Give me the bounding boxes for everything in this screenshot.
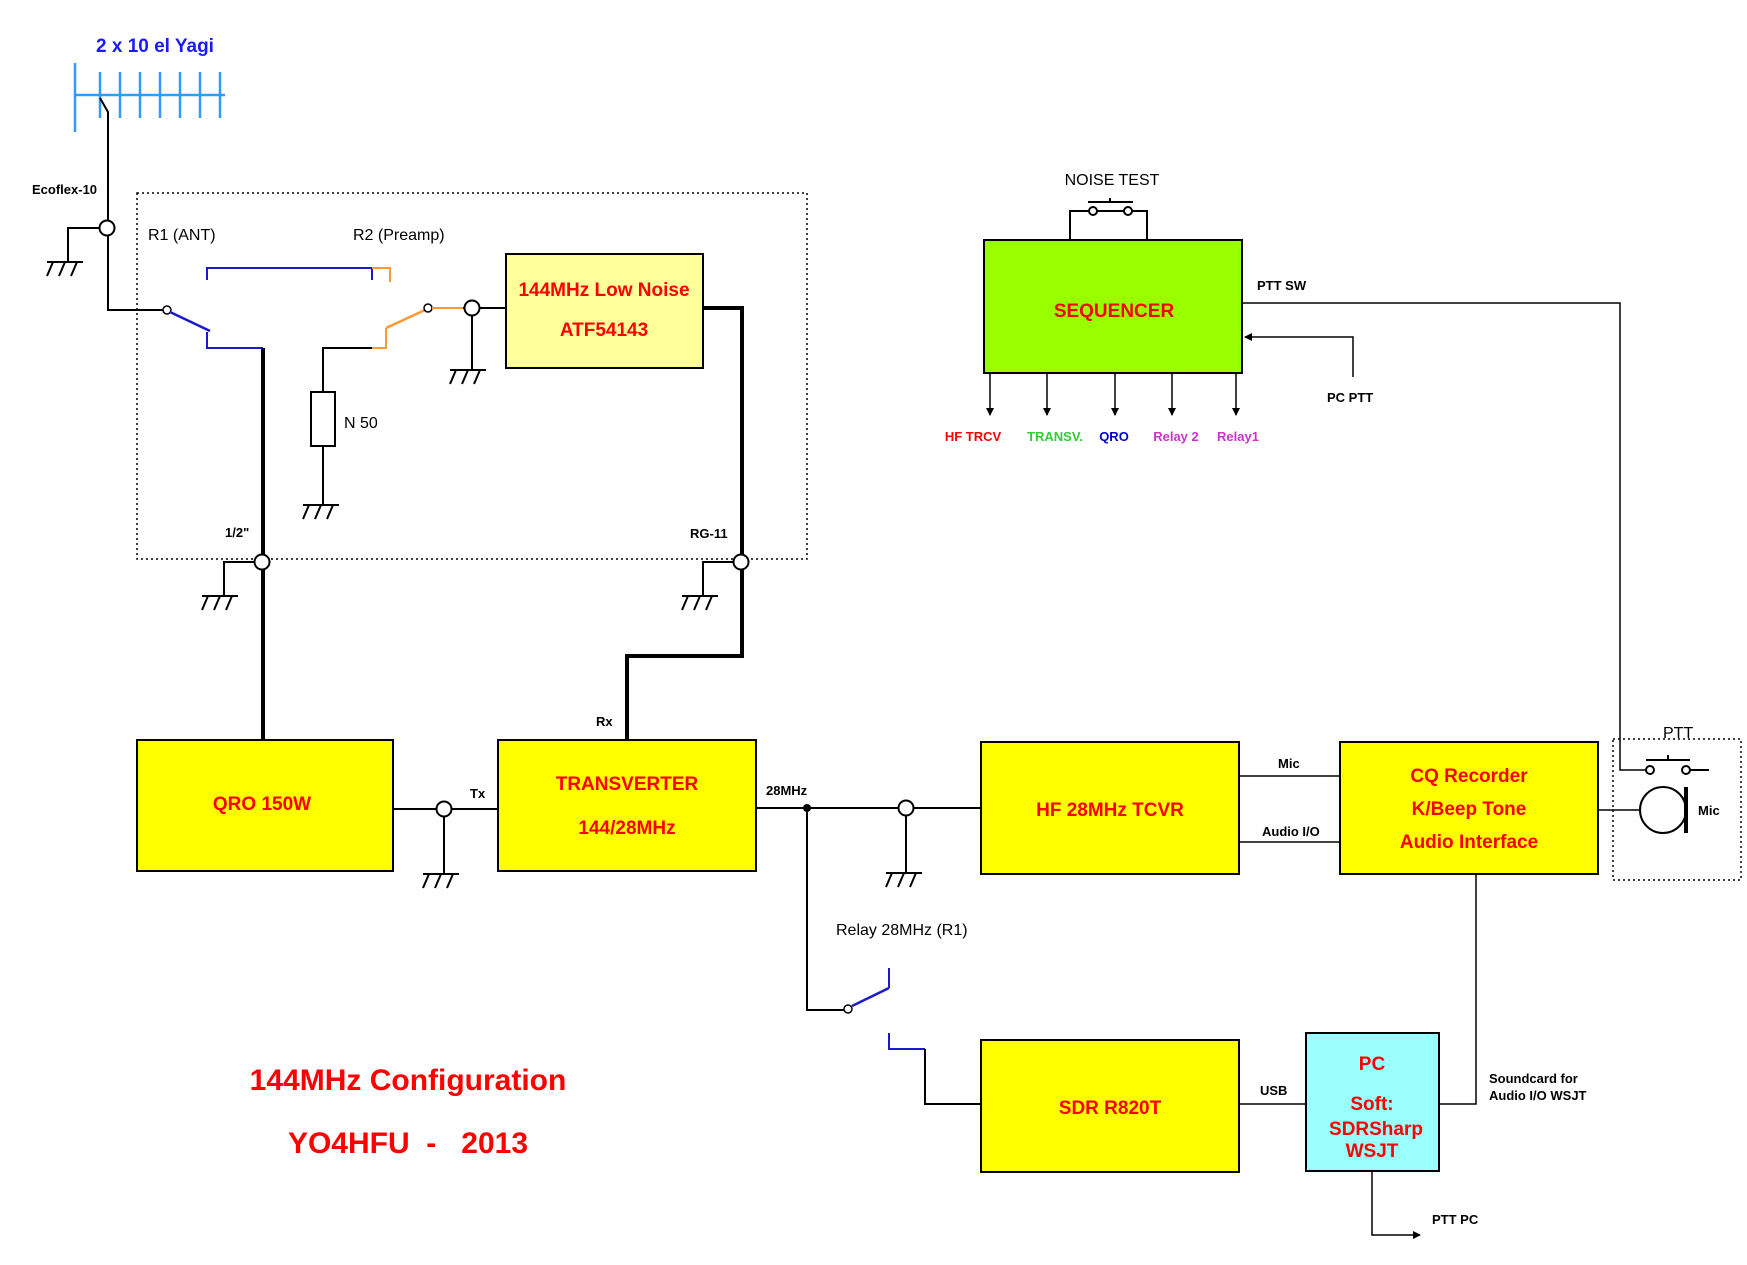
pc-ptt-wire: [1244, 333, 1354, 377]
ground-icon: [449, 369, 487, 385]
relay28-feed-wire: [806, 808, 845, 1011]
coax-connector-icon: [98, 219, 116, 237]
sequencer-output-arrows: [986, 373, 1240, 416]
antenna-label: 2 x 10 el Yagi: [96, 36, 214, 57]
sequencer-output-transv: TRANSV.: [1027, 429, 1083, 444]
sdr-label: SDR R820T: [1059, 1098, 1162, 1119]
sequencer-output-relay1: Relay1: [1217, 429, 1259, 444]
transverter-label-line1: TRANSVERTER: [556, 774, 699, 795]
antenna-feedline: [99, 97, 163, 311]
rx-label: Rx: [596, 714, 613, 729]
cq-label-line1: CQ Recorder: [1410, 766, 1528, 787]
ground-icon: [885, 872, 923, 888]
load-label: N 50: [344, 415, 378, 432]
lna-block: [505, 253, 704, 369]
relay-28mhz-icon: [843, 968, 925, 1050]
hf-tcvr-label: HF 28MHz TCVR: [1036, 800, 1184, 821]
transverter-label-line2: 144/28MHz: [578, 818, 675, 839]
cq-label-line2: K/Beep Tone: [1412, 799, 1527, 820]
relay-r1-label: R1 (ANT): [148, 227, 216, 244]
ground-icon: [302, 504, 340, 520]
soundcard-label-line2: Audio I/O WSJT: [1489, 1088, 1587, 1103]
sequencer-block: [983, 239, 1243, 374]
lna-label-line1: 144MHz Low Noise: [518, 280, 689, 301]
title-line2: YO4HFU - 2013: [288, 1127, 528, 1160]
rg11-label: RG-11: [690, 526, 728, 541]
usb-label: USB: [1260, 1083, 1287, 1098]
pc-label-line4: WSJT: [1346, 1141, 1399, 1162]
sequencer-output-qro: QRO: [1099, 429, 1129, 444]
preamp-enclosure: [136, 192, 808, 560]
ptt-pc-wire: [1371, 1171, 1421, 1239]
transverter-block: [497, 739, 757, 872]
pc-label-line1: PC: [1359, 1054, 1386, 1075]
hf-tcvr-block: [980, 741, 1240, 875]
load-wire: [322, 347, 372, 392]
noise-test-label: NOISE TEST: [1065, 172, 1160, 189]
sequencer-output-hf-trcv: HF TRCV: [945, 429, 1002, 444]
ecoflex-label: Ecoflex-10: [32, 182, 97, 197]
coax-connector-icon: [463, 299, 481, 317]
ptt-label: PTT: [1663, 725, 1693, 742]
relay-r2-icon: [372, 267, 463, 349]
pc-ptt-label: PC PTT: [1327, 390, 1373, 405]
sdr-block: [980, 1039, 1240, 1173]
qro-label: QRO 150W: [213, 794, 311, 815]
relay-r2-label: R2 (Preamp): [353, 227, 445, 244]
ground-wire: [702, 561, 733, 596]
yagi-antenna-icon: [73, 63, 225, 132]
relay28-label: Relay 28MHz (R1): [836, 922, 968, 939]
noise-test-switch-icon: [1069, 198, 1148, 240]
pc-label-line3: SDRSharp: [1329, 1119, 1423, 1140]
mhz28-label: 28MHz: [766, 783, 808, 798]
ptt-switch-icon: [1645, 755, 1709, 775]
mic-right-label: Mic: [1698, 803, 1720, 818]
coax-connector-icon: [435, 800, 453, 818]
sequencer-output-relay2: Relay 2: [1153, 429, 1199, 444]
rg11-coax: [625, 306, 744, 740]
mic-label: Mic: [1278, 756, 1300, 771]
relay-r1-icon: [162, 267, 373, 349]
microphone-icon: [1639, 786, 1688, 834]
half-inch-label: 1/2": [225, 525, 249, 540]
title-line1: 144MHz Configuration: [250, 1064, 567, 1097]
coax-connector-icon: [897, 799, 915, 817]
cq-label-line3: Audio Interface: [1400, 832, 1538, 853]
ground-icon: [201, 595, 239, 611]
ptt-pc-label: PTT PC: [1432, 1212, 1479, 1227]
tx-label: Tx: [470, 786, 486, 801]
ground-icon: [681, 595, 719, 611]
cq-recorder-block: [1339, 741, 1599, 875]
coax-connector-icon: [732, 553, 750, 571]
lna-label-line2: ATF54143: [560, 320, 648, 341]
pc-block: [1305, 1032, 1440, 1172]
soundcard-wire: [1439, 874, 1477, 1105]
coax-connector-icon: [253, 553, 271, 571]
resistor-icon: [310, 391, 336, 447]
audio-io-label: Audio I/O: [1262, 824, 1320, 839]
ground-wire: [223, 561, 254, 596]
qro-block: [136, 739, 394, 872]
sdr-feed-wire: [924, 1049, 981, 1105]
ptt-sw-label: PTT SW: [1257, 278, 1307, 293]
ptt-sw-wire: [1242, 302, 1646, 771]
ground-wire: [67, 227, 99, 262]
ground-icon: [46, 261, 84, 277]
soundcard-label-line1: Soundcard for: [1489, 1071, 1578, 1086]
sequencer-label: SEQUENCER: [1054, 301, 1175, 322]
pc-label-line2: Soft:: [1350, 1094, 1393, 1115]
ground-icon: [422, 873, 460, 889]
